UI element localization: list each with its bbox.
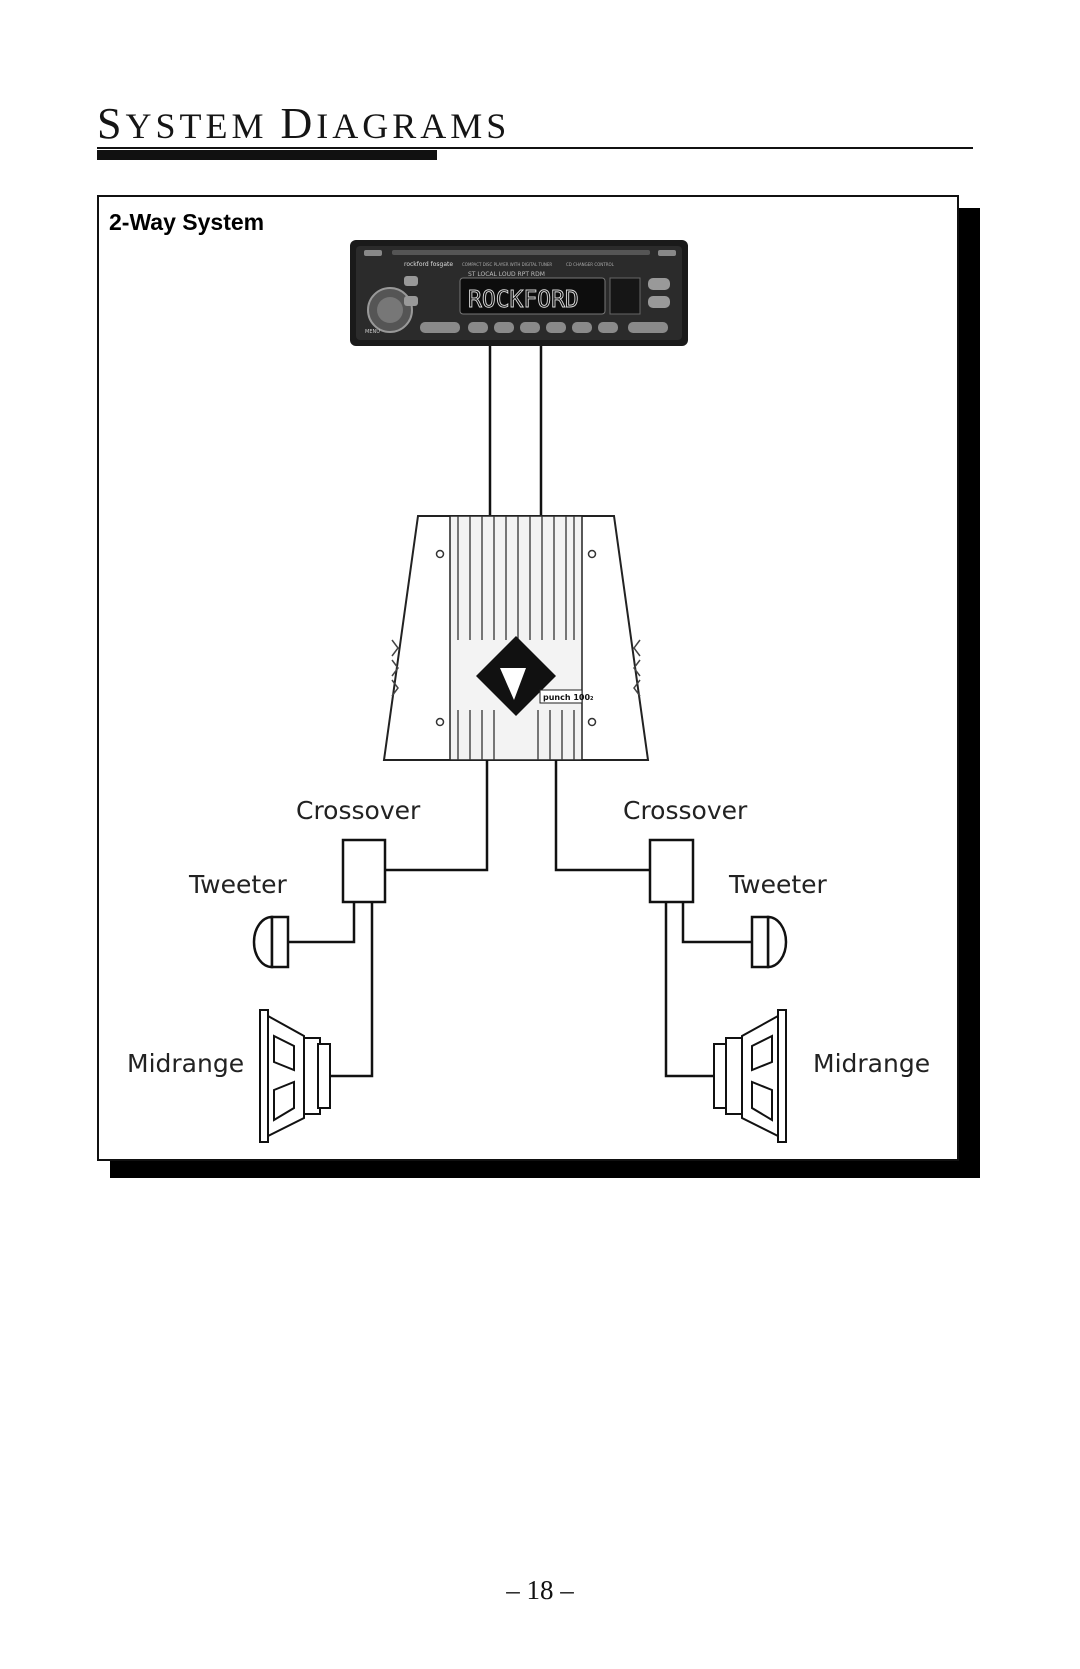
diagram-title: 2-Way System — [109, 209, 265, 235]
crossover-right — [648, 838, 695, 904]
tweeter-left — [252, 915, 290, 969]
crossover-left-label: Crossover — [296, 796, 421, 825]
svg-text:MENU: MENU — [365, 329, 380, 335]
svg-text:punch 1002: punch 1002 — [543, 693, 594, 702]
speaker-wires — [288, 760, 752, 1078]
svg-text:COMPACT DISC PLAYER WITH DIGIT: COMPACT DISC PLAYER WITH DIGITAL TUNER — [462, 262, 552, 267]
title-rule-accent — [97, 150, 437, 160]
midrange-left-label: Midrange — [127, 1049, 245, 1078]
tweeter-left-label: Tweeter — [189, 870, 287, 899]
midrange-left — [259, 1009, 331, 1143]
title-rule — [97, 147, 973, 149]
midrange-right — [713, 1009, 787, 1143]
page-number: – 18 – — [506, 1575, 574, 1605]
head-unit: ROCKFORD ST LOCAL LOUD RPT RDM rockford … — [350, 240, 688, 346]
crossover-left — [341, 838, 387, 904]
tweeter-right-label: Tweeter — [729, 870, 827, 899]
rca-wires — [488, 344, 543, 518]
tweeter-right — [750, 915, 788, 969]
amplifier: punch 1002 — [382, 515, 650, 761]
svg-text:CD CHANGER CONTROL: CD CHANGER CONTROL — [566, 262, 615, 267]
svg-text:ST LOCAL LOUD RPT RDM: ST LOCAL LOUD RPT RDM — [468, 271, 545, 278]
head-unit-display: ROCKFORD — [468, 287, 579, 313]
midrange-right-label: Midrange — [813, 1049, 931, 1078]
page-title: SYSTEM DIAGRAMS — [97, 99, 511, 148]
rockford-logo-icon — [476, 636, 556, 716]
diagram-panel: 2-Way System — [97, 195, 959, 1161]
crossover-right-label: Crossover — [623, 796, 748, 825]
svg-text:rockford fosgate: rockford fosgate — [404, 261, 453, 268]
